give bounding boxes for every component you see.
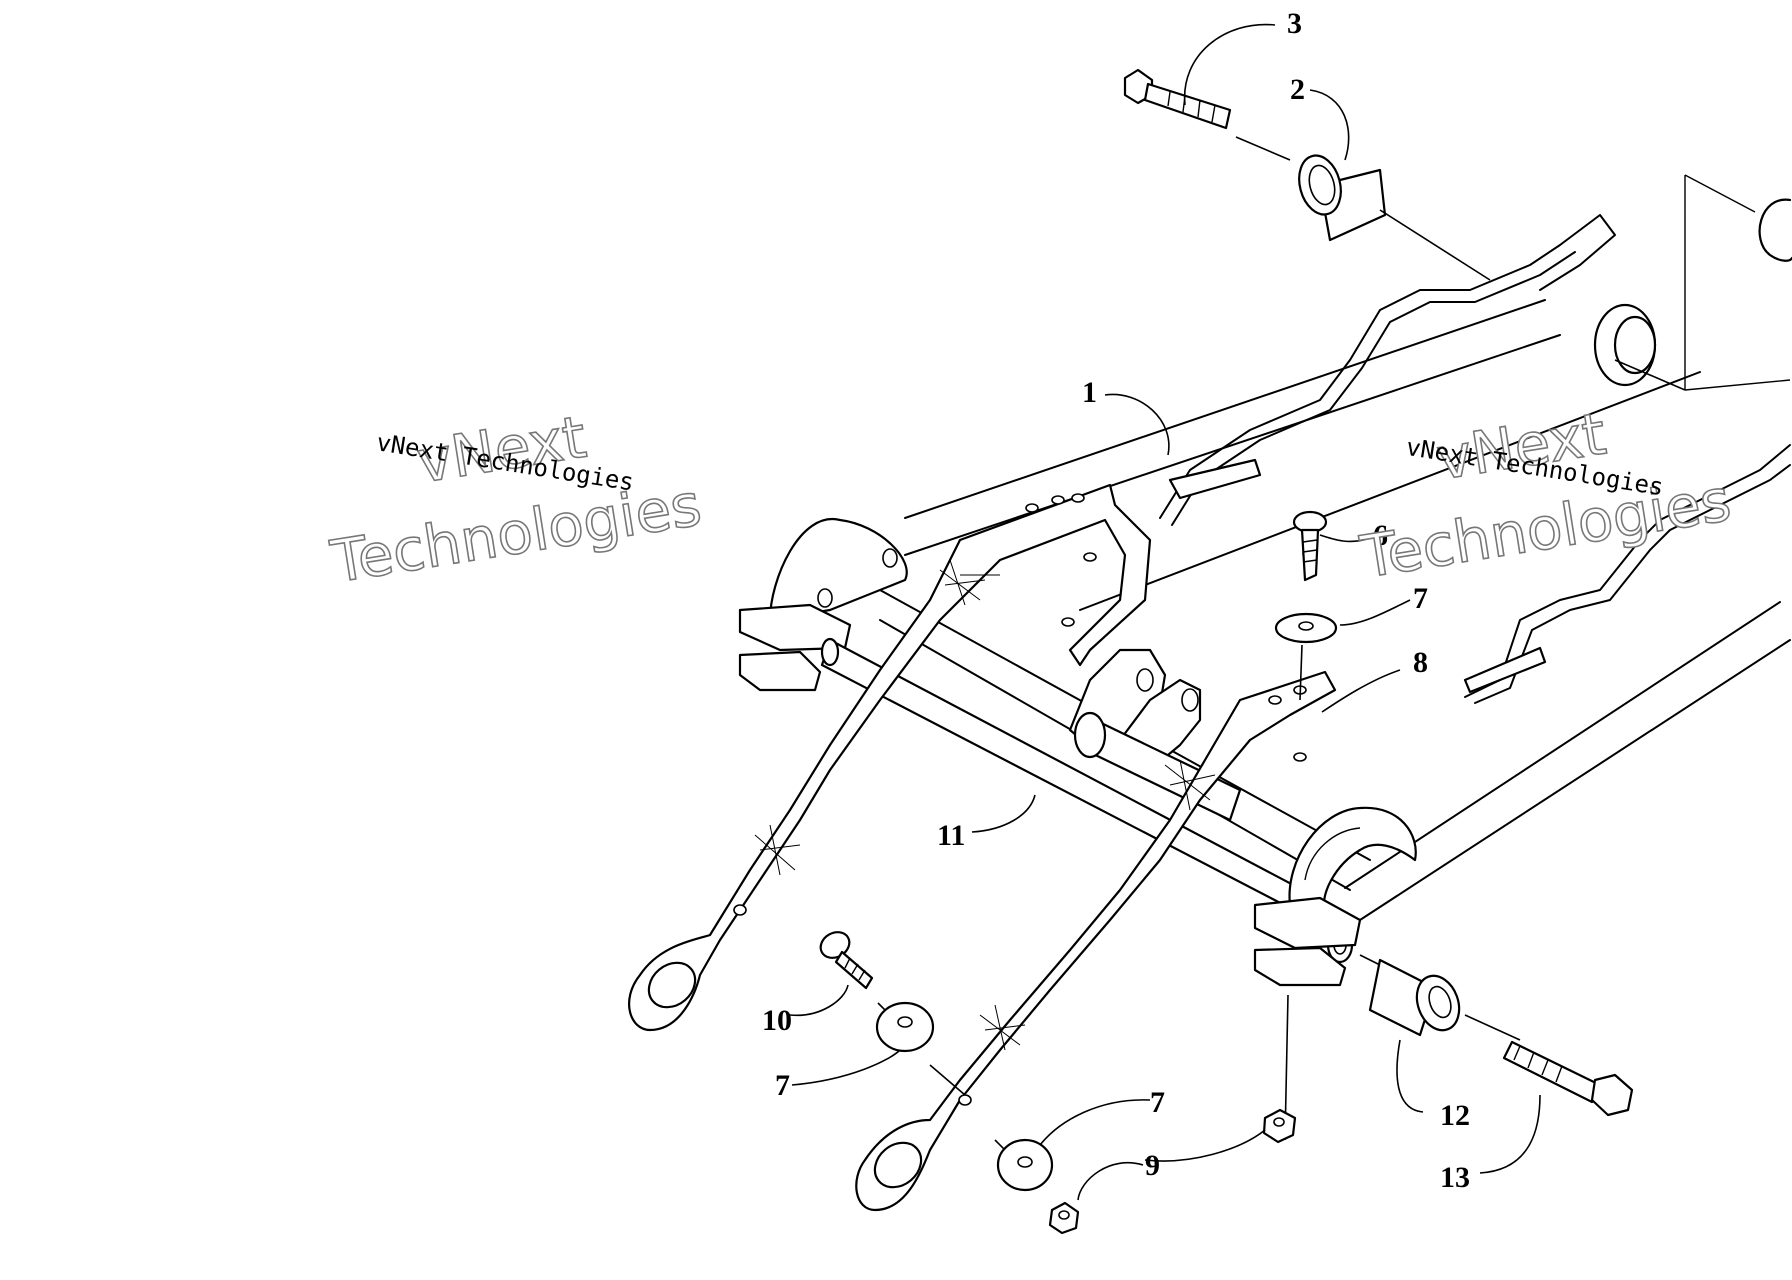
callout-labels: 1 2 3 6 7 8 11 10 7 7 9 12 13 bbox=[762, 7, 1470, 1194]
callout-1: 1 bbox=[1082, 376, 1097, 409]
right-pivot-mount bbox=[1253, 806, 1417, 987]
right-swing-link bbox=[855, 670, 1337, 1212]
callout-7-left: 7 bbox=[775, 1069, 790, 1102]
callout-7-upper: 7 bbox=[1413, 582, 1428, 615]
callout-7-bottom: 7 bbox=[1150, 1086, 1165, 1119]
part-2-bushing bbox=[1298, 154, 1387, 242]
callout-8: 8 bbox=[1413, 646, 1428, 679]
part-3-bolt bbox=[1123, 68, 1232, 130]
part-9-nut-right bbox=[1262, 1108, 1297, 1144]
part-6-screw bbox=[1292, 510, 1328, 582]
part-13-bolt bbox=[1502, 1040, 1634, 1117]
callout-12: 12 bbox=[1440, 1099, 1470, 1132]
part-9-nut-bottom bbox=[1048, 1201, 1080, 1235]
callout-13: 13 bbox=[1440, 1161, 1470, 1194]
retaining-ring bbox=[1684, 174, 1792, 391]
callout-leaders bbox=[789, 23, 1541, 1201]
part-10-screw bbox=[819, 931, 874, 990]
part-7-washer-bottom bbox=[996, 1138, 1054, 1192]
part-12-bushing bbox=[1368, 958, 1461, 1037]
part-7-washer-upper bbox=[1274, 612, 1338, 644]
callout-10: 10 bbox=[762, 1004, 792, 1037]
callout-11: 11 bbox=[937, 819, 965, 852]
left-swing-link bbox=[628, 483, 1152, 1032]
assembly-axis-lines bbox=[877, 136, 1686, 1166]
callout-2: 2 bbox=[1290, 73, 1305, 106]
part-7-washer-left bbox=[875, 1001, 935, 1053]
callout-9: 9 bbox=[1145, 1149, 1160, 1182]
callout-6: 6 bbox=[1373, 519, 1388, 552]
rear-arm-frame bbox=[879, 214, 1791, 921]
callout-3: 3 bbox=[1287, 7, 1302, 40]
watermark-right-technologies: Technologies bbox=[1356, 466, 1736, 592]
watermark-left-technologies: Technologies bbox=[326, 470, 706, 596]
watermark-left: vNext Technologies bbox=[325, 402, 706, 597]
